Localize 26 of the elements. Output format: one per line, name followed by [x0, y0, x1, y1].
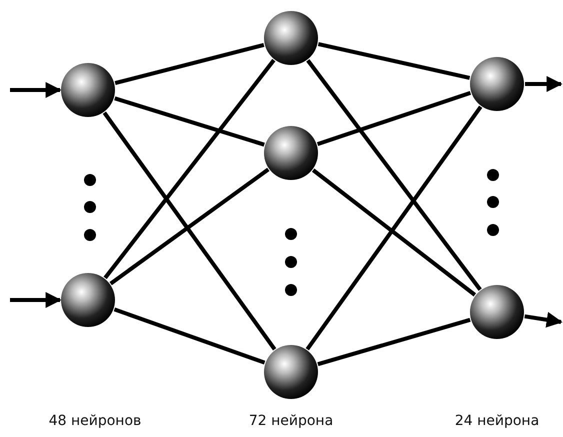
connection-line [102, 112, 276, 350]
connection-line [104, 58, 276, 280]
layer-label: 48 нейронов [48, 413, 142, 429]
connection-line [114, 307, 266, 365]
neuron-sphere [263, 10, 319, 66]
arrow [525, 76, 563, 92]
connection-line [306, 59, 482, 291]
connection-line [110, 168, 270, 286]
neuron-sphere [60, 272, 116, 328]
neuron-sphere [469, 284, 525, 340]
arrow [10, 82, 62, 98]
neuron-sphere [60, 62, 116, 118]
neuron-sphere [263, 125, 319, 181]
arrow [10, 292, 62, 308]
layer-label: 72 нейрона [248, 413, 334, 429]
connection-line [317, 318, 471, 366]
connection-line [318, 42, 470, 80]
arrow [524, 312, 563, 328]
connection-line [306, 106, 482, 350]
layer-label: 24 нейрона [454, 413, 540, 429]
connection-line [114, 43, 264, 85]
neuron-sphere [469, 56, 525, 112]
connection-line [114, 96, 265, 147]
connection-line [312, 168, 476, 296]
connection-line [316, 91, 472, 146]
neuron-sphere [263, 344, 319, 400]
